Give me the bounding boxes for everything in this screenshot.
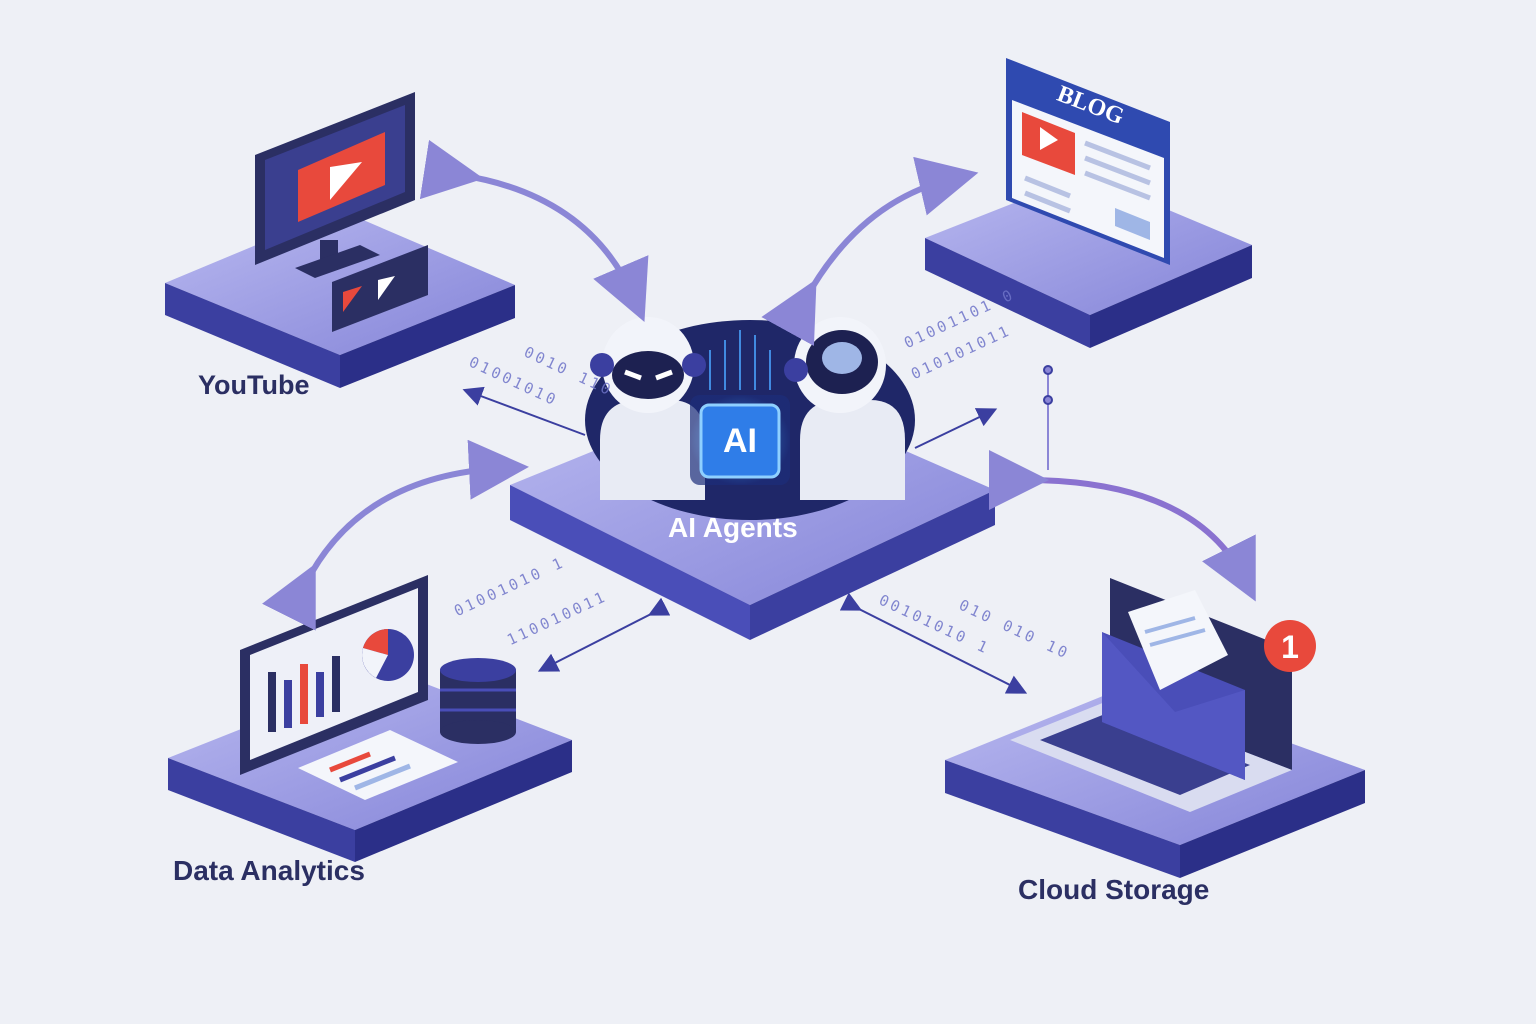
circuit-lines bbox=[709, 330, 771, 390]
robot-icon bbox=[590, 317, 706, 500]
report-sheet bbox=[298, 730, 458, 800]
data-analytics-label: Data Analytics bbox=[173, 855, 365, 886]
analytics-platform bbox=[168, 575, 572, 862]
notification-badge: 1 bbox=[1264, 620, 1316, 672]
envelope-icon bbox=[1102, 590, 1245, 780]
chip-text: AI bbox=[723, 422, 757, 460]
center-platform: AI bbox=[510, 317, 995, 640]
brain-icon bbox=[822, 342, 862, 374]
youtube-label: YouTube bbox=[198, 370, 310, 400]
youtube-platform bbox=[165, 92, 515, 388]
blog-window: BLOG bbox=[1006, 58, 1170, 265]
arrow-blog bbox=[761, 156, 979, 347]
badge-count: 1 bbox=[1281, 629, 1299, 665]
data-flow-lines bbox=[462, 365, 1053, 694]
arrow-youtube bbox=[419, 139, 649, 323]
connector-arrows bbox=[262, 139, 1256, 631]
cloud-storage-label: Cloud Storage bbox=[1018, 874, 1210, 905]
database-icon bbox=[440, 658, 516, 744]
ai-chip: AI bbox=[690, 395, 790, 485]
storage-platform: 1 bbox=[945, 578, 1365, 878]
arrow-analytics bbox=[262, 439, 529, 631]
bar-chart-icon bbox=[268, 656, 340, 732]
play-icon bbox=[298, 132, 385, 222]
video-card bbox=[332, 245, 428, 332]
pie-chart-icon bbox=[362, 629, 414, 681]
blog-platform: BLOG bbox=[925, 58, 1252, 348]
ai-agents-label: AI Agents bbox=[668, 512, 798, 543]
robot-icon bbox=[784, 317, 905, 500]
arrow-storage bbox=[988, 449, 1256, 602]
